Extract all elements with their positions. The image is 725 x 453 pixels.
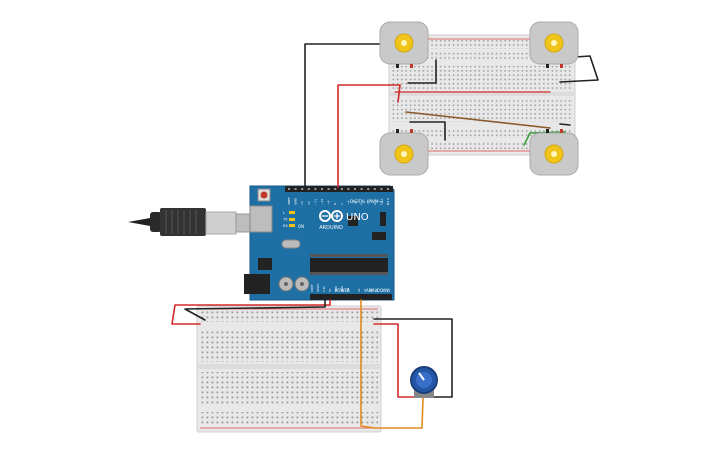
digital-pin-label: 4 (360, 203, 364, 205)
power-rail-bottom (392, 141, 572, 150)
digital-pin-label: 2 (373, 203, 377, 205)
digital-pin[interactable] (307, 188, 310, 190)
power-rail-bottom (200, 412, 378, 424)
digital-label: DIGITAL (PWM~) (350, 199, 384, 204)
wire-5v[interactable] (171, 299, 331, 325)
power-pin-label: Vin (346, 288, 350, 292)
digital-pin-label: ~9 (327, 200, 331, 205)
wire-red-top[interactable] (337, 84, 401, 188)
analog-pin-label: A5 (387, 288, 391, 292)
power-rail-top (392, 40, 572, 49)
wire-green[interactable] (523, 131, 566, 146)
analog-pin-label: A2 (369, 288, 373, 292)
wire-a0[interactable] (360, 299, 424, 429)
digital-pin[interactable] (367, 188, 370, 190)
digital-pin-label: GND (294, 197, 298, 205)
power-pin-label: RESET (316, 283, 320, 292)
digital-pin[interactable] (387, 188, 389, 190)
motor-top-right[interactable] (529, 21, 579, 68)
arduino-uno[interactable]: ARDUINO UNO DIGITAL (PWM~) POWER ANALOG … (244, 185, 395, 301)
digital-pin-label: TX 1 (379, 198, 383, 206)
power-analog-header[interactable] (310, 294, 392, 300)
digital-pin[interactable] (380, 188, 383, 190)
digital-header[interactable] (285, 186, 393, 192)
digital-pin[interactable] (347, 188, 350, 190)
breadboard-large[interactable] (196, 305, 382, 433)
digital-pin-label: 7 (340, 203, 344, 205)
wire-black-motor[interactable] (407, 59, 437, 84)
digital-pin-label: ~5 (353, 200, 357, 205)
power-jack (244, 274, 270, 294)
digital-pin[interactable] (301, 188, 304, 190)
digital-pin-label: 12 (307, 201, 311, 205)
power-pin-label: GND (340, 286, 344, 292)
digital-pin-label: ~6 (346, 200, 350, 205)
arduino-logo (319, 210, 343, 222)
terminal-strip-bottom (392, 98, 572, 122)
potentiometer[interactable] (410, 366, 438, 398)
digital-pin[interactable] (314, 188, 317, 190)
digital-pin[interactable] (354, 188, 356, 190)
digital-pin[interactable] (321, 188, 323, 190)
digital-pin[interactable] (294, 188, 297, 190)
analog-pin-label: A4 (381, 288, 385, 292)
wire-brown[interactable] (405, 111, 551, 129)
analog-pin-label: A3 (375, 288, 379, 292)
digital-pin-label: AREF (287, 197, 291, 205)
digital-pin[interactable] (340, 188, 343, 190)
motor-bottom-left[interactable] (379, 129, 429, 176)
model-label: UNO (346, 212, 369, 223)
power-pin-label: IOREF (310, 284, 314, 292)
wire-black-bottom[interactable] (409, 121, 446, 141)
atmega-chip (310, 258, 388, 272)
brand-label: ARDUINO (319, 225, 343, 231)
led-label: TX (282, 218, 288, 222)
terminal-strip-bottom (200, 372, 378, 404)
digital-pin[interactable] (360, 188, 363, 190)
wire-pot-gnd[interactable] (373, 318, 453, 398)
motor-top-left[interactable] (379, 21, 429, 68)
analog-label: ANALOG IN (366, 288, 388, 293)
digital-pin-label: ~3 (366, 200, 370, 205)
power-label: POWER (335, 288, 350, 293)
power-rail-top (200, 310, 378, 322)
usb-cable[interactable] (128, 208, 259, 236)
digital-pin-label: ~10 (320, 199, 324, 205)
wire-gnd-top[interactable] (304, 43, 393, 188)
power-pin-label: 3.3V (322, 286, 326, 292)
digital-pin-label: RX 0 (386, 198, 390, 205)
digital-pin[interactable] (327, 188, 330, 190)
digital-pin-label: 13 (300, 201, 304, 205)
digital-pin[interactable] (334, 188, 337, 190)
terminal-strip-top (392, 66, 572, 90)
digital-pin[interactable] (288, 188, 290, 190)
analog-pin-label: A1 (363, 288, 367, 292)
motor-bottom-right[interactable] (529, 129, 579, 176)
led-label: RX (283, 224, 288, 228)
terminal-strip-top (200, 330, 378, 362)
power-pin-label: 5V (328, 288, 332, 292)
analog-pin-label: A0 (357, 288, 361, 292)
on-label: ON (298, 224, 304, 229)
led-label: L (283, 211, 285, 215)
wire-pot-vcc[interactable] (373, 323, 416, 398)
digital-pin-label: ~11 (313, 199, 317, 205)
power-pin-label: GND (334, 286, 338, 292)
digital-pin[interactable] (373, 188, 376, 190)
digital-pin-label: 8 (333, 203, 337, 205)
usb-port (249, 205, 273, 233)
wire-gnd-bottom[interactable] (184, 299, 326, 321)
potentiometer-knob-indicator (418, 372, 425, 381)
